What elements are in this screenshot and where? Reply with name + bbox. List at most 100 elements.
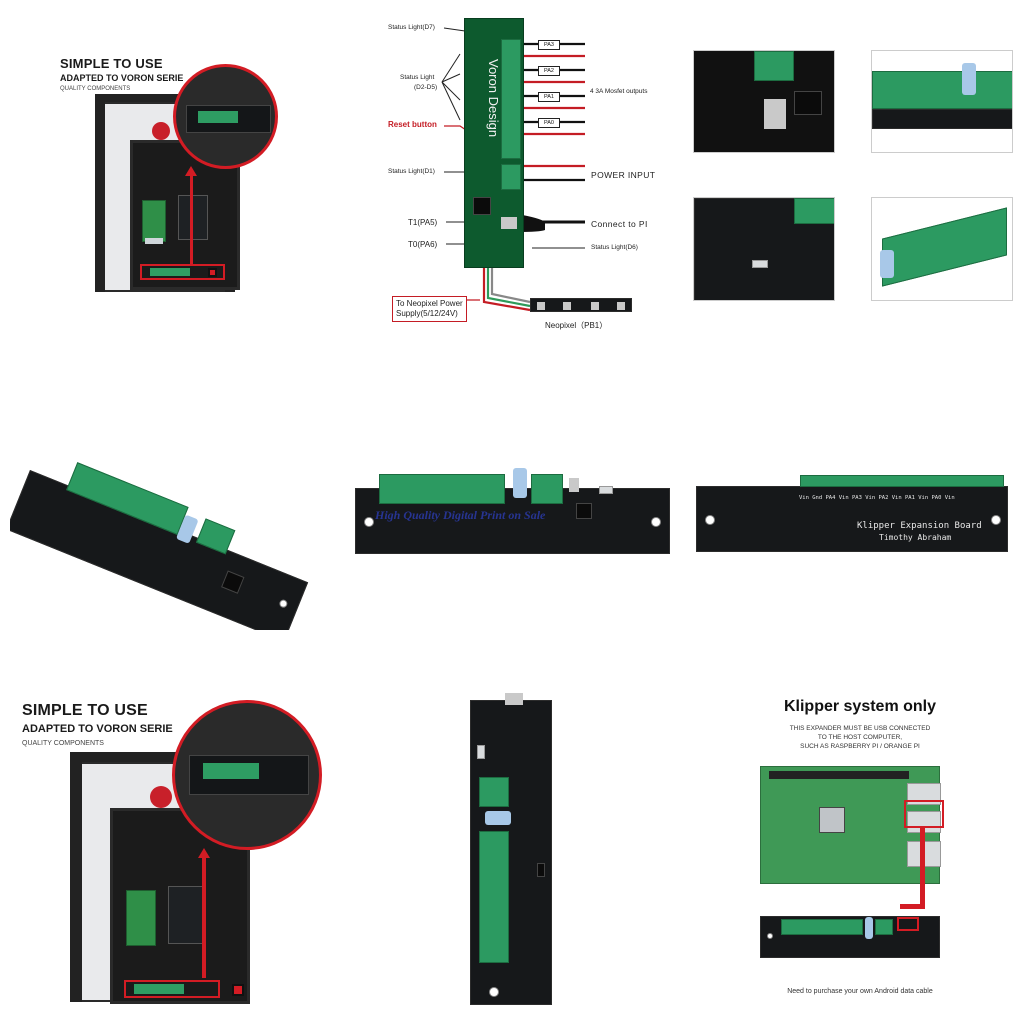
diagram-usb: [501, 217, 517, 229]
promo-small-text: QUALITY COMPONENTS: [60, 86, 131, 92]
neopixel-strip: [530, 298, 632, 312]
angled-mcu: [221, 570, 245, 594]
promo-title: SIMPLE TO USE: [60, 56, 163, 71]
back-terminal-strip: [800, 475, 1004, 487]
vertical-mount-hole: [489, 987, 499, 997]
closeup-terminal-corner: [794, 198, 834, 224]
back-mount-hole-left: [705, 515, 715, 525]
raspberry-pi-board: [142, 200, 166, 242]
closeup-header: [764, 99, 786, 129]
neopixel-led-3: [591, 302, 599, 310]
label-t0: T0(PA6): [408, 240, 438, 249]
closeup-fuse: [962, 63, 976, 95]
promo-small-text-bottom: QUALITY COMPONENTS: [22, 740, 104, 747]
usb-cable: [920, 828, 925, 908]
printer-pillar-left: [95, 102, 105, 292]
angled-terminal-row: [66, 462, 189, 535]
top-mcu: [576, 503, 592, 519]
klipper-desc-3: SUCH AS RASPBERRY PI / ORANGE PI: [800, 743, 920, 750]
closeup-terminals-front: [871, 50, 1013, 153]
label-power-input: POWER INPUT: [591, 170, 656, 180]
pi-usb-1: [907, 783, 941, 805]
angled-board: [10, 462, 309, 630]
printer-frame-top-b: [70, 752, 240, 762]
product-vertical: [466, 690, 558, 1015]
indicator-arrow-shaft-b: [202, 858, 206, 978]
klipper-terminal-row: [781, 919, 863, 935]
klipper-expansion-board: [760, 916, 940, 958]
klipper-desc-1: THIS EXPANDER MUST BE USB CONNECTED: [789, 725, 931, 732]
pi-cpu: [819, 807, 845, 833]
top-mount-hole-right: [651, 517, 661, 527]
closeup-fuse-angled: [880, 250, 894, 278]
printer-pillar-left-b: [70, 762, 82, 1002]
pin-tag-pa1: PA1: [538, 92, 560, 102]
neopixel-led-1: [537, 302, 545, 310]
vertical-micro-usb: [477, 745, 485, 759]
wiring-diagram: Voron Design Status Light(D7) Status Lig…: [380, 10, 670, 340]
closeup-terminal-row: [872, 71, 1012, 109]
closeup-mcu: [794, 91, 822, 115]
closeup-terminal: [754, 51, 794, 81]
klipper-mount-hole: [767, 933, 773, 939]
promo-subtitle-bottom: ADAPTED TO VORON SERIE: [22, 723, 173, 735]
product-angled: [10, 390, 330, 630]
printer-toolhead: [152, 122, 170, 140]
back-board: Vin Gnd PA4 Vin PA3 Vin PA2 Vin PA1 Vin …: [696, 486, 1008, 552]
neopixel-led-2: [563, 302, 571, 310]
diagram-mcu: [473, 197, 491, 215]
watermark-text: High Quality Digital Print on Sale: [375, 508, 546, 522]
diagram-pcb: Voron Design: [464, 18, 524, 268]
angled-mount-hole: [278, 598, 289, 609]
klipper-panel: Klipper system only THIS EXPANDER MUST B…: [740, 690, 980, 1010]
label-mosfet-outputs: 4 3A Mosfet outputs: [590, 88, 648, 95]
pin-tag-pa0: PA0: [538, 118, 560, 128]
zoomed-terminals: [198, 111, 238, 123]
vertical-terminal-row: [479, 831, 509, 963]
vertical-header: [505, 693, 523, 705]
top-micro-usb: [599, 486, 613, 494]
indicator-arrow-head-b: [198, 848, 210, 858]
usb-highlight: [904, 800, 944, 828]
label-reset-button: Reset button: [388, 120, 437, 129]
closeup-usb-corner: [693, 50, 835, 153]
closeup-micro-usb: [752, 260, 768, 268]
product-top: High Quality Digital Print on Sale: [355, 460, 670, 560]
diagram-power-terminal: [501, 164, 521, 190]
pin-tag-pa2: PA2: [538, 66, 560, 76]
top-header: [569, 478, 579, 492]
vertical-fuse: [485, 811, 511, 825]
vertical-board: [470, 693, 552, 1005]
raspberry-pi: [760, 766, 941, 884]
controller-board: [178, 195, 208, 240]
label-neopixel-supply: To Neopixel Power Supply(5/12/24V): [392, 296, 467, 322]
pi-gpio: [769, 771, 909, 779]
top-mount-hole-left: [364, 517, 374, 527]
printer-frame-top: [95, 94, 235, 102]
back-mount-hole-right: [991, 515, 1001, 525]
product-back: Vin Gnd PA4 Vin PA3 Vin PA2 Vin PA1 Vin …: [696, 470, 1008, 552]
label-status-d1: Status Light(D1): [388, 168, 435, 175]
back-pin-labels: Vin Gnd PA4 Vin PA3 Vin PA2 Vin PA1 Vin …: [799, 495, 955, 501]
bay-terminal-strip: [150, 268, 190, 276]
klipper-fuse: [865, 917, 873, 939]
klipper-title: Klipper system only: [783, 698, 937, 715]
zoom-circle: [173, 64, 278, 169]
diagram-board-text: Voron Design: [486, 59, 501, 138]
top-terminal-row: [379, 474, 505, 504]
angled-power-terminal: [195, 518, 236, 555]
promo-subtitle: ADAPTED TO VORON SERIE: [60, 73, 184, 83]
expansion-board-highlight-b: [124, 980, 220, 998]
zoom-circle-b: [172, 700, 322, 850]
label-status-d2-d5-range: (D2-D5): [414, 84, 438, 91]
controller-board-b: [168, 886, 206, 944]
klipper-usb-highlight: [897, 917, 919, 931]
closeup-terminal-angled: [882, 207, 1007, 287]
label-neopixel: Neopixel（PB1）: [545, 321, 608, 330]
back-board-author: Timothy Abraham: [879, 533, 952, 542]
vertical-mosfet: [537, 863, 545, 877]
indicator-arrow-head: [185, 166, 197, 176]
power-switch-b: [232, 984, 244, 996]
closeup-usb-port: [693, 197, 835, 301]
indicator-arrow-shaft: [190, 175, 193, 265]
